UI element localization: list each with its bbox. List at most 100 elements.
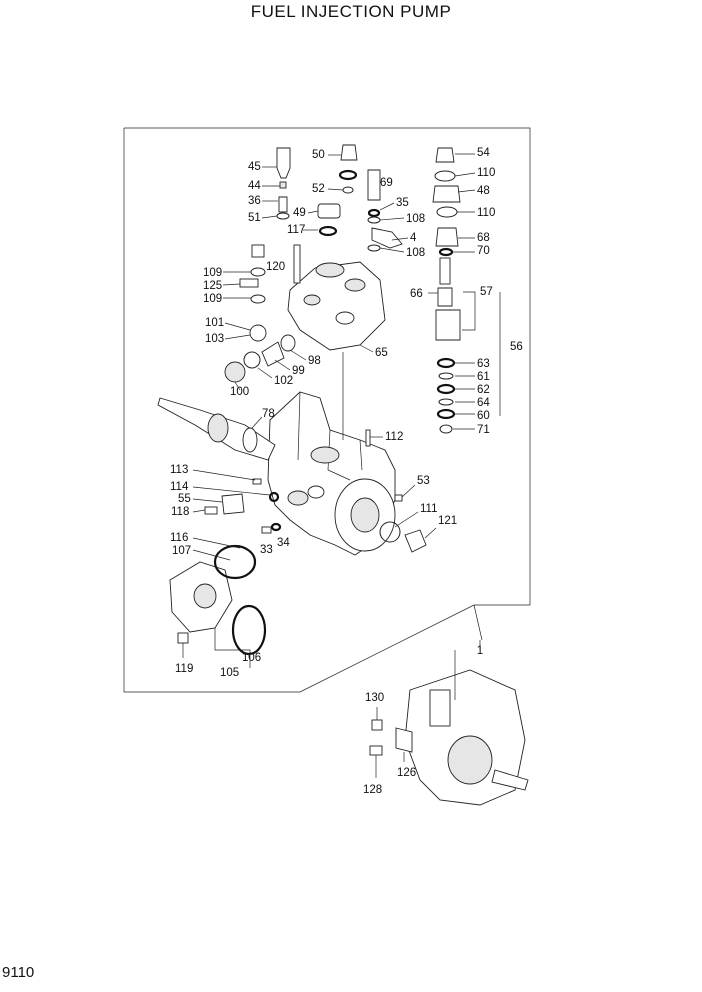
key-part — [252, 478, 262, 485]
assembled-shaft-part — [491, 769, 529, 791]
diagram-title: FUEL INJECTION PUMP — [250, 2, 452, 21]
leader-line — [192, 469, 256, 481]
nut-part — [404, 529, 427, 553]
o-ring-part — [439, 424, 453, 434]
head-bore-part — [335, 311, 355, 325]
callout-label: 110 — [477, 167, 495, 179]
callout-label: 117 — [287, 224, 305, 236]
callout-label: 57 — [480, 286, 493, 298]
bolt-part — [177, 632, 189, 644]
callout-label: 110 — [477, 207, 495, 219]
o-ring-part — [438, 247, 454, 257]
callout-label: 105 — [220, 667, 239, 679]
callout-label: 44 — [248, 180, 261, 192]
o-ring-part — [379, 521, 401, 543]
leader-line — [307, 210, 319, 214]
callout-label: 100 — [230, 386, 249, 398]
o-ring-part — [436, 206, 458, 218]
leader-line — [289, 349, 307, 361]
callout-label: 101 — [205, 317, 224, 329]
bracket-part — [371, 227, 403, 249]
callout-label: 55 — [178, 493, 191, 505]
callout-label: 51 — [248, 212, 261, 224]
o-ring-part — [318, 225, 338, 237]
callout-label: 36 — [248, 195, 261, 207]
o-ring-part — [367, 208, 381, 218]
callout-label: 108 — [406, 247, 425, 259]
leader-line — [261, 215, 278, 219]
feed-pump-bore-part — [193, 583, 217, 609]
leader-line — [274, 359, 291, 371]
plunger-part — [435, 309, 461, 341]
o-ring-part — [436, 383, 456, 395]
callout-label: 128 — [363, 784, 382, 796]
leader-line — [192, 549, 231, 561]
callout-label: 106 — [242, 652, 261, 664]
callout-label: 121 — [438, 515, 457, 527]
leader-line — [224, 334, 251, 340]
callout-label: 61 — [477, 371, 490, 383]
assembly-reference-line — [473, 604, 483, 641]
o-ring-part — [438, 398, 454, 406]
leader-line — [192, 509, 206, 513]
plate-part — [221, 493, 245, 515]
callout-label: 53 — [417, 475, 430, 487]
sleeve-part — [280, 334, 296, 352]
callout-label: 71 — [477, 424, 490, 436]
callout-label: 56 — [510, 341, 523, 353]
head-bore-part — [344, 278, 366, 292]
callout-label: 34 — [277, 537, 290, 549]
callout-label: 52 — [312, 183, 325, 195]
valve-part — [367, 169, 381, 201]
spring-part — [261, 341, 285, 367]
callout-label: 111 — [420, 503, 437, 515]
callout-label: 116 — [170, 532, 188, 544]
leader-line — [251, 416, 263, 429]
delivery-valve-part — [435, 147, 455, 163]
valve-part — [340, 144, 358, 161]
leader-line — [234, 381, 241, 391]
callout-label: 99 — [292, 365, 305, 377]
callout-label: 48 — [477, 185, 490, 197]
pin-part — [365, 429, 371, 447]
callout-label: 64 — [477, 397, 490, 409]
bolt-part — [371, 719, 383, 731]
o-ring-part — [367, 244, 381, 252]
callout-label: 63 — [477, 358, 490, 370]
callout-label: 114 — [170, 481, 189, 493]
o-ring-part — [270, 522, 282, 532]
callout-label: 54 — [477, 147, 490, 159]
bolt-part — [239, 278, 259, 288]
leader-line — [394, 511, 419, 528]
pin-part — [278, 196, 288, 213]
leader-line — [424, 527, 437, 539]
leader-line — [327, 188, 344, 191]
callout-label: 103 — [205, 333, 224, 345]
shaft-gear-part — [242, 427, 258, 453]
o-ring-part — [243, 351, 261, 369]
leader-line — [401, 484, 416, 498]
callout-label: 109 — [203, 293, 222, 305]
o-ring-part — [250, 294, 266, 304]
callout-label: 45 — [248, 161, 261, 173]
head-bore-part — [315, 262, 345, 278]
callout-label: 4 — [410, 232, 417, 244]
leader-line — [257, 367, 273, 379]
callout-label: 102 — [274, 375, 293, 387]
callout-label: 119 — [175, 663, 193, 675]
leader-line — [192, 486, 271, 496]
shaft-collar-part — [207, 413, 229, 443]
assembled-flange-part — [447, 735, 493, 785]
callout-label: 109 — [203, 267, 222, 279]
leader-line — [379, 217, 405, 221]
callout-label: 98 — [308, 355, 321, 367]
holder-part — [435, 227, 459, 247]
fitting-part — [276, 147, 291, 179]
o-ring-part — [268, 491, 280, 503]
callout-label: 112 — [385, 431, 403, 443]
callout-label: 49 — [293, 207, 306, 219]
callout-label: 62 — [477, 384, 490, 396]
o-ring-part — [438, 372, 454, 380]
cap-part — [317, 203, 341, 219]
callout-label: 118 — [171, 506, 189, 518]
